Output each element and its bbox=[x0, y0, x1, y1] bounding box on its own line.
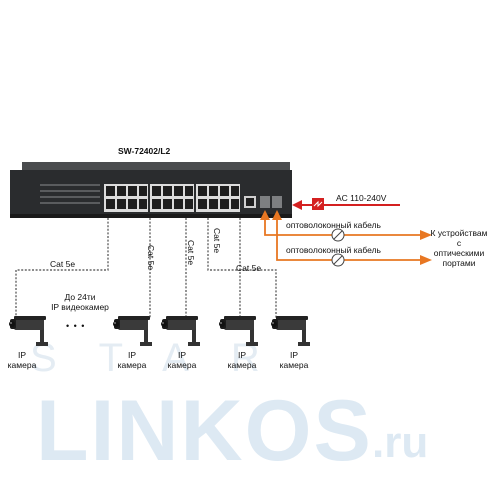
ip-camera-icon bbox=[113, 316, 152, 346]
fiber-cable-label-1: оптоволоконный кабель bbox=[286, 220, 381, 230]
network-switch bbox=[10, 162, 292, 218]
cat5e-cables bbox=[15, 218, 277, 318]
fiber-coupler-icon bbox=[331, 228, 345, 267]
cat5e-label-v3: Cat 5e bbox=[212, 228, 222, 254]
cat5e-label-left: Cat 5e bbox=[50, 259, 76, 269]
cat5e-label-v1: Cat 5e bbox=[146, 245, 156, 271]
camera-label: IP камера bbox=[167, 350, 197, 370]
ip-camera-icon bbox=[161, 316, 200, 346]
camera-label: IP камера bbox=[117, 350, 147, 370]
camera-label: IP камера bbox=[227, 350, 257, 370]
optical-devices-label: К устройствам с оптическими портами bbox=[430, 228, 488, 268]
power-line bbox=[292, 198, 400, 210]
ip-camera-icon bbox=[271, 316, 310, 346]
ip-camera-icon bbox=[9, 316, 48, 346]
rj45-ports bbox=[104, 184, 240, 212]
fiber-cable-label-2: оптоволоконный кабель bbox=[286, 245, 381, 255]
power-label: AC 110-240V bbox=[336, 193, 387, 203]
switch-model-label: SW-72402/L2 bbox=[118, 146, 171, 156]
watermark-links: LINKOS bbox=[36, 383, 373, 479]
watermark-ru: .ru bbox=[372, 418, 429, 467]
sfp-port-2 bbox=[272, 196, 282, 208]
cat5e-label-v2: Cat 5e bbox=[186, 240, 196, 266]
ip-camera-icon bbox=[219, 316, 258, 346]
sfp-port-1 bbox=[260, 196, 270, 208]
ellipsis: • • • bbox=[66, 321, 86, 331]
camera-label: IP камера bbox=[279, 350, 309, 370]
camera-label: IP камера bbox=[7, 350, 37, 370]
camera-count-note: До 24ти IP видеокамер bbox=[51, 292, 109, 312]
cat5e-label-right: Cat 5e bbox=[236, 263, 262, 273]
